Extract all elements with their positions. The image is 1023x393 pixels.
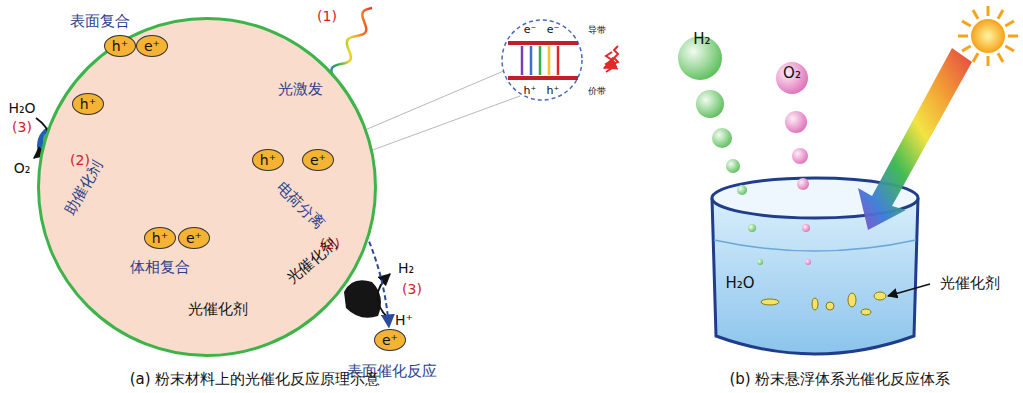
callout-number: (2) [68,152,92,168]
node-text: h⁺ [80,96,96,112]
charge-carrier: e⁺ [374,329,406,351]
part-label: e⁻ [547,24,560,37]
part-label: h⁺ [547,85,560,98]
callout-number: (1) [317,8,337,24]
node-text: h⁺ [152,230,168,246]
charge-carrier: e⁺ [136,35,168,57]
part-label: 体相复合 [130,259,190,276]
part-label: 导带 [588,25,606,35]
part-label: O₂ [14,160,31,176]
charge-carrier: h⁺ [252,149,284,171]
node-text: 光催化剂 [188,300,248,319]
charge-carrier: e⁺ [302,149,334,171]
node-text: h⁺ [260,152,276,168]
part-label: 光催化剂 [940,275,1000,292]
charge-carrier: e⁺ [178,227,210,249]
part-label: H₂ [398,260,414,276]
caption: (b) 粉末悬浮体系光催化反应体系 [730,371,951,388]
caption: (a) 粉末材料上的光催化反应原理示意 [130,371,381,388]
charge-carrier: h⁺ [144,227,176,249]
charge-carrier: h⁺ [104,35,136,57]
node-text: h⁺ [112,38,128,54]
part-label: H₂O [725,275,754,292]
callout-number: (3) [12,119,32,135]
charge-carrier: h⁺ [72,93,104,115]
part-label: O₂ [783,65,801,82]
part-label: e⁻ [524,24,537,37]
part-label: H⁺ [395,312,413,328]
part-label: H₂ [693,31,710,48]
node-text: e⁺ [310,152,326,168]
node-text: e⁺ [186,230,202,246]
node-text: e⁺ [144,38,160,54]
part-label: 光激发 [278,81,323,98]
part-label: h⁺ [524,85,537,98]
part-label: 价带 [588,86,606,96]
callout-number: (3) [402,281,422,297]
part-label: H₂O [8,100,35,116]
part-label: 表面复合 [70,13,130,30]
node-text: e⁺ [382,332,398,348]
